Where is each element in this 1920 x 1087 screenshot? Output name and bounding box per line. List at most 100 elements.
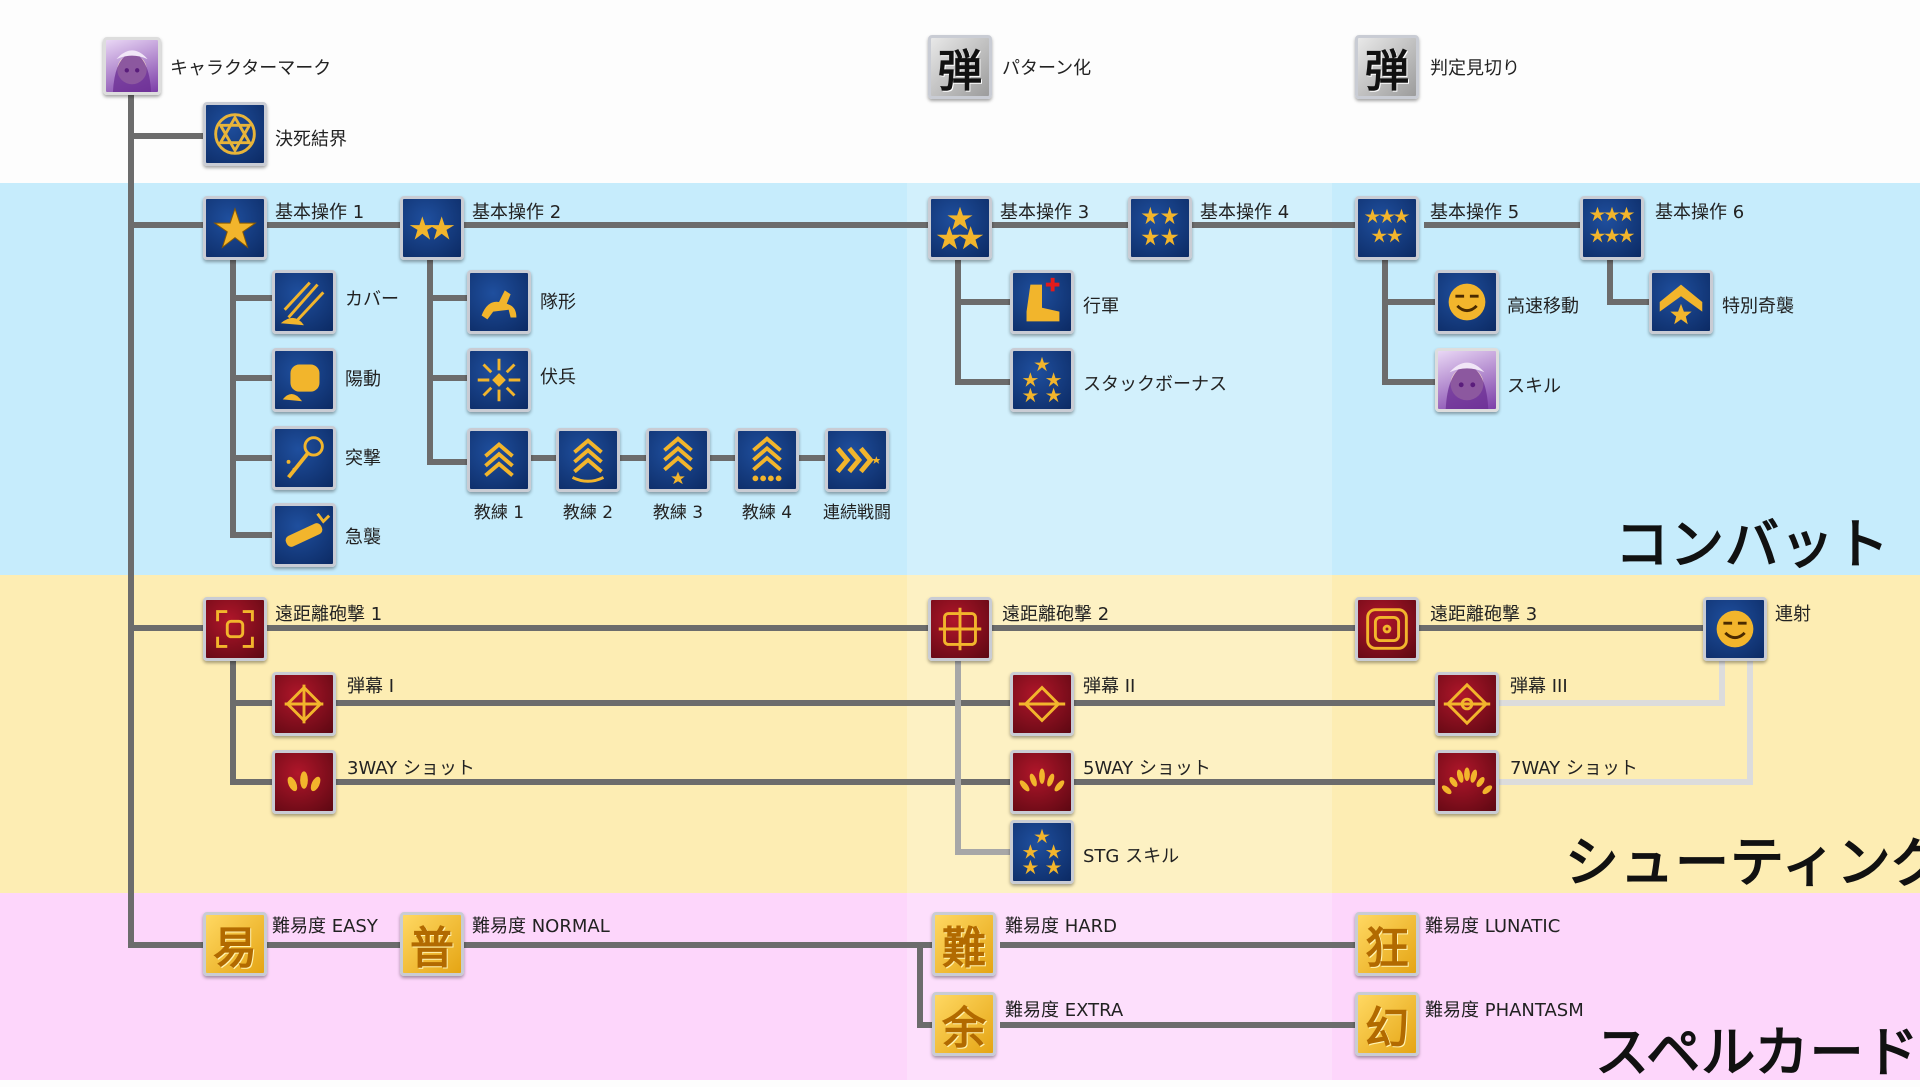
insignia-icon (1659, 284, 1703, 325)
bullet-spread-icon (287, 771, 321, 792)
diff-phantasm-node[interactable]: 幻 (1355, 992, 1419, 1056)
march-node[interactable] (1010, 270, 1074, 334)
skill-label: スキル (1507, 376, 1561, 397)
charge-label: 突撃 (345, 448, 381, 469)
combo-battle-label: 連続戦闘 (823, 503, 891, 523)
high-speed-node[interactable] (1435, 270, 1499, 334)
chevron-rank-icon (484, 441, 514, 477)
basic1-node[interactable] (203, 196, 267, 260)
basic6-node[interactable] (1580, 196, 1644, 260)
boot-icon (1026, 277, 1060, 322)
long-range1-node[interactable] (203, 597, 267, 661)
shot3way-node[interactable] (272, 750, 336, 814)
shooting-section-title: シューティング (1565, 831, 1920, 894)
rapid-fire-node[interactable] (1703, 597, 1767, 661)
rapid-fire-label: 連射 (1775, 604, 1811, 625)
raid-node[interactable] (272, 503, 336, 567)
basic6-label: 基本操作 6 (1655, 202, 1745, 223)
shot5way-node[interactable] (1010, 750, 1074, 814)
diamond-target-icon (1443, 682, 1491, 726)
long-range3-node[interactable] (1355, 597, 1419, 661)
diamond-target-icon (284, 684, 324, 724)
formation-node[interactable] (467, 270, 531, 334)
basic5-label: 基本操作 5 (1430, 202, 1520, 223)
barrage1-label: 弾幕 I (347, 676, 395, 697)
character-portrait-icon (112, 50, 152, 92)
diff-normal-label: 難易度 NORMAL (472, 916, 610, 937)
diff-easy-node[interactable]: 易 (203, 912, 267, 976)
basic4-node[interactable] (1128, 196, 1192, 260)
crosshair-icon (938, 607, 982, 651)
barrage1-node[interactable] (272, 672, 336, 736)
star-rank-icon (1022, 828, 1062, 875)
long-range1-label: 遠距離砲撃 1 (275, 604, 383, 625)
basic2-node[interactable] (400, 196, 464, 260)
drill1-label: 教練 1 (473, 503, 525, 523)
chevron-rank-icon (571, 438, 605, 483)
march-label: 行軍 (1083, 296, 1119, 317)
barrage3-label: 弾幕 III (1510, 676, 1568, 697)
diff-lunatic-node[interactable]: 狂 (1355, 912, 1419, 976)
basic5-node[interactable] (1355, 196, 1419, 260)
character-portrait-icon (1445, 362, 1489, 409)
kesshi-kekkai-node[interactable] (203, 102, 267, 166)
character-mark-label: キャラクターマーク (170, 58, 332, 79)
character-mark-node[interactable] (103, 37, 161, 95)
star-rank-icon (1141, 206, 1179, 246)
diff-easy-label: 難易度 EASY (272, 916, 378, 937)
danmaku-judge-label: 判定見切り (1430, 58, 1520, 79)
special-raid-node[interactable] (1649, 270, 1713, 334)
crosshair-icon (216, 610, 254, 648)
drill4-label: 教練 4 (741, 503, 793, 523)
stack-bonus-node[interactable] (1010, 348, 1074, 412)
cover-label: カバー (345, 289, 399, 310)
combat-section-title: コンバット (1615, 513, 1890, 576)
kesshi-kekkai-label: 決死結界 (275, 129, 347, 150)
diff-lunatic-label: 難易度 LUNATIC (1425, 916, 1561, 937)
smiley-mask-icon (1448, 283, 1486, 321)
high-speed-label: 高速移動 (1507, 296, 1579, 317)
feint-node[interactable] (272, 348, 336, 412)
formation-label: 隊形 (540, 292, 576, 313)
skill-node[interactable] (1435, 348, 1499, 412)
danmaku-pattern-node[interactable]: 弾 (928, 35, 992, 99)
basic2-label: 基本操作 2 (472, 202, 562, 223)
basic3-node[interactable] (928, 196, 992, 260)
diff-extra-label: 難易度 EXTRA (1005, 1000, 1124, 1021)
drill1-node[interactable] (467, 428, 531, 492)
star-rank-icon (1364, 208, 1410, 243)
bullet-spread-icon (1441, 767, 1493, 795)
smiley-mask-icon (1716, 610, 1754, 648)
star-rank-icon (213, 207, 257, 249)
hexagram-icon (214, 113, 256, 155)
drill4-node[interactable] (735, 428, 799, 492)
danmaku-judge-node[interactable]: 弾 (1355, 35, 1419, 99)
arrow-volley-icon (280, 281, 325, 326)
barrage2-node[interactable] (1010, 672, 1074, 736)
cover-node[interactable] (272, 270, 336, 334)
cavalry-icon (481, 290, 517, 320)
drill3-label: 教練 3 (652, 503, 704, 523)
ambush-node[interactable] (467, 348, 531, 412)
drill2-node[interactable] (556, 428, 620, 492)
barrage3-node[interactable] (1435, 672, 1499, 736)
diff-extra-node[interactable]: 余 (932, 992, 996, 1056)
star-rank-icon (1022, 356, 1062, 403)
stack-bonus-label: スタックボーナス (1083, 374, 1227, 395)
basic3-label: 基本操作 3 (1000, 202, 1090, 223)
charge-node[interactable] (272, 426, 336, 490)
stg-skill-node[interactable] (1010, 820, 1074, 884)
diff-normal-node[interactable]: 普 (400, 912, 464, 976)
long-range2-node[interactable] (928, 597, 992, 661)
diff-hard-node[interactable]: 難 (932, 912, 996, 976)
cannon-icon (285, 512, 331, 547)
burst-icon (477, 358, 521, 402)
ambush-label: 伏兵 (540, 367, 576, 388)
long-range3-label: 遠距離砲撃 3 (1430, 604, 1538, 625)
raid-label: 急襲 (345, 527, 381, 548)
shot7way-node[interactable] (1435, 750, 1499, 814)
combo-battle-node[interactable] (825, 428, 889, 492)
shot5way-label: 5WAY ショット (1083, 758, 1211, 779)
drill3-node[interactable] (646, 428, 710, 492)
special-raid-label: 特別奇襲 (1722, 296, 1794, 317)
